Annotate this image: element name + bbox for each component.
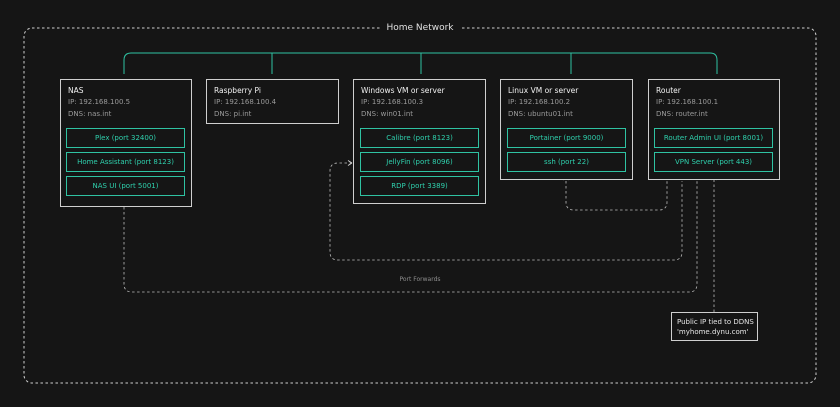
service-home-assistant[interactable]: Home Assistant (port 8123) — [66, 152, 185, 172]
service-router-admin[interactable]: Router Admin UI (port 8001) — [654, 128, 773, 148]
node-dns: DNS: win01.int — [361, 110, 414, 118]
node-ip: IP: 192.168.100.1 — [656, 98, 719, 106]
service-nas-ui[interactable]: NAS UI (port 5001) — [66, 176, 185, 196]
node-title: Windows VM or server — [361, 86, 445, 95]
service-vpn-server[interactable]: VPN Server (port 443) — [654, 152, 773, 172]
node-title: Router — [656, 86, 681, 95]
node-title: Raspberry Pi — [214, 86, 261, 95]
service-ssh[interactable]: ssh (port 22) — [507, 152, 626, 172]
forward-linux — [565, 176, 668, 211]
node-ip: IP: 192.168.100.5 — [68, 98, 131, 106]
node-title: Linux VM or server — [508, 86, 579, 95]
node-dns: DNS: router.int — [656, 110, 708, 118]
node-ip: IP: 192.168.100.4 — [214, 98, 277, 106]
arrow-win-calibre — [347, 160, 353, 166]
public-ip-box: Public IP tied to DDNS 'myhome.dynu.com' — [671, 312, 758, 341]
service-plex[interactable]: Plex (port 32400) — [66, 128, 185, 148]
service-jellyfin[interactable]: JellyFin (port 8096) — [360, 152, 479, 172]
public-ip-line2: 'myhome.dynu.com' — [677, 328, 749, 336]
node-ip: IP: 192.168.100.2 — [508, 98, 571, 106]
node-dns: DNS: nas.int — [68, 110, 112, 118]
node-dns: DNS: pi.int — [214, 110, 252, 118]
service-rdp[interactable]: RDP (port 3389) — [360, 176, 479, 196]
service-portainer[interactable]: Portainer (port 9000) — [507, 128, 626, 148]
node-title: NAS — [68, 86, 84, 95]
service-calibre[interactable]: Calibre (port 8123) — [360, 128, 479, 148]
frame-title: Home Network — [380, 20, 460, 36]
node-ip: IP: 192.168.100.3 — [361, 98, 424, 106]
raspberry-pi-node: Raspberry Pi IP: 192.168.100.4 DNS: pi.i… — [206, 79, 339, 124]
public-ip-line1: Public IP tied to DDNS — [677, 318, 754, 326]
node-dns: DNS: ubuntu01.int — [508, 110, 573, 118]
forward-nas — [123, 181, 698, 293]
port-forwards-label: Port Forwards — [380, 276, 460, 283]
